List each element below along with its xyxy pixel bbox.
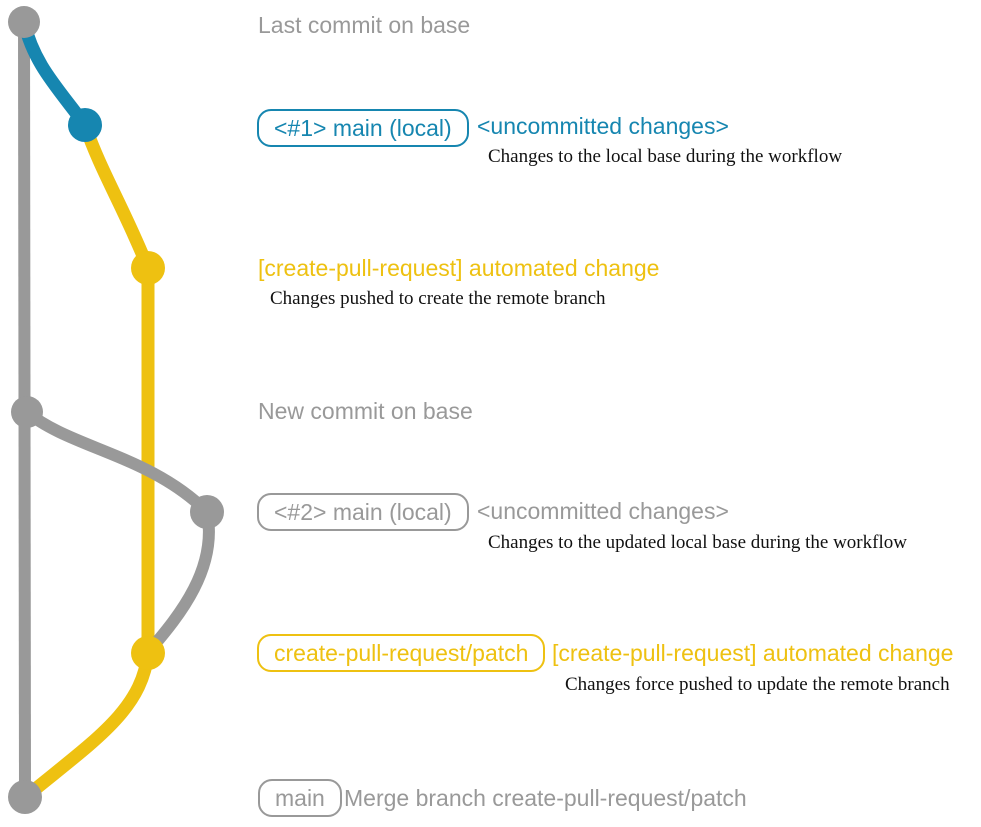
commit-dot-patch-2 [131, 636, 165, 670]
annotation-merge-branch: Merge branch create-pull-request/patch [344, 785, 747, 811]
local-branch-curve [17, 15, 92, 132]
annotation-automated-change-2: [create-pull-request] automated change [552, 640, 954, 666]
description-local-base-changes: Changes to the local base during the wor… [488, 146, 843, 167]
annotation-new-commit-on-base: New commit on base [258, 398, 473, 424]
updated-local-branch-curve-in [144, 506, 215, 656]
patch-merge-curve [21, 646, 155, 802]
annotation-uncommitted-changes-2: <uncommitted changes> [477, 498, 729, 524]
updated-local-branch-curve-out [21, 406, 213, 518]
commit-dot-local-2 [190, 495, 224, 529]
commit-dot-local-1 [68, 108, 102, 142]
branch-badge-main-local-2: <#2> main (local) [257, 493, 469, 531]
commit-dot-patch-1 [131, 251, 165, 285]
annotation-uncommitted-changes-1: <uncommitted changes> [477, 113, 729, 139]
commit-dot-new-base [11, 396, 43, 428]
annotation-last-commit-on-base: Last commit on base [258, 12, 471, 38]
branch-badge-create-pull-request-patch: create-pull-request/patch [257, 634, 546, 672]
branch-badge-main-local-1: <#1> main (local) [257, 109, 469, 147]
patch-branch-curve-top [78, 118, 155, 275]
description-pushed-remote-branch: Changes pushed to create the remote bran… [270, 288, 606, 309]
branch-badge-main: main [258, 779, 342, 817]
commit-dot-merge [8, 780, 42, 814]
description-force-pushed-remote-branch: Changes force pushed to update the remot… [565, 674, 950, 695]
description-updated-local-base-changes: Changes to the updated local base during… [488, 532, 907, 553]
commit-dot-last-base [8, 6, 40, 38]
annotation-automated-change-1: [create-pull-request] automated change [258, 255, 660, 281]
git-graph [8, 6, 224, 814]
